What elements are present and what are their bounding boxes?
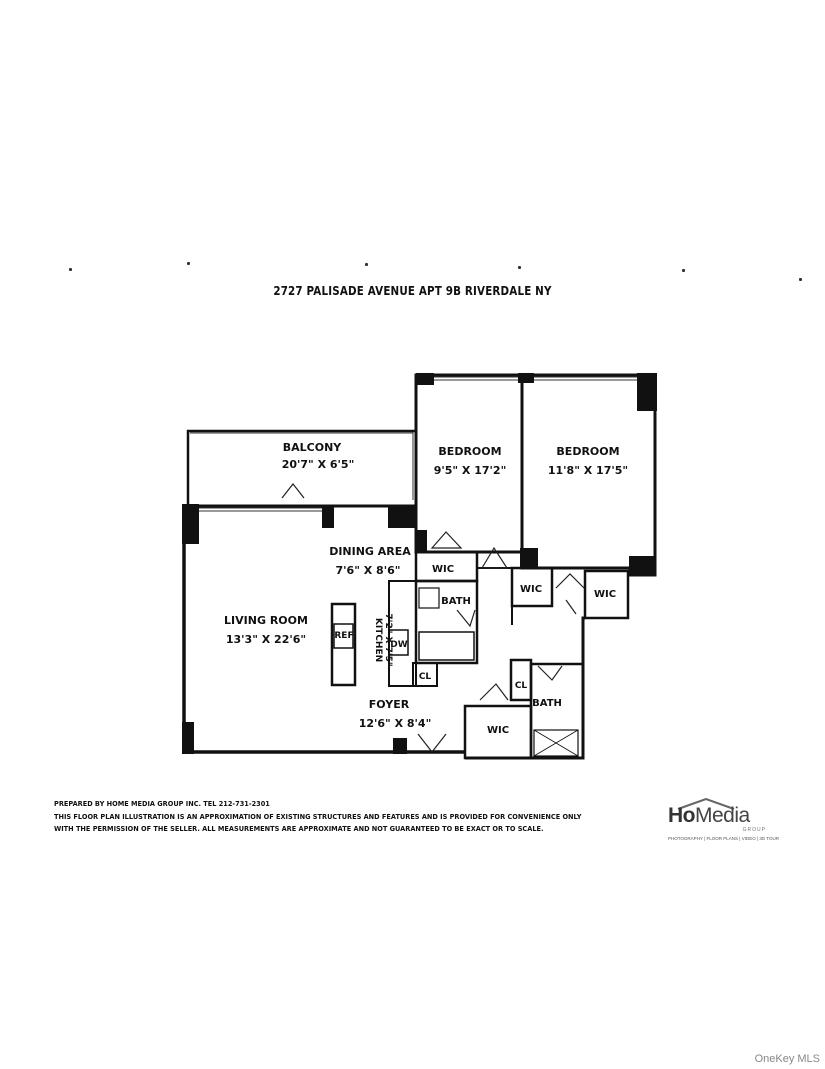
plan-title: 2727 PALISADE AVENUE APT 9B RIVERDALE NY (273, 284, 552, 298)
bath-1-outline (414, 579, 479, 665)
living-dims: 13'3" X 22'6" (226, 633, 306, 646)
wic-3-outline (583, 569, 630, 620)
bedroom-2-dims: 11'8" X 17'5" (548, 464, 628, 477)
kitchen-name: KITCHEN (373, 618, 383, 662)
dishwasher (388, 629, 409, 656)
homedia-logo: HoMedia GROUP PHOTOGRAPHY | FLOOR PLANS … (668, 798, 779, 846)
scan-speck (69, 268, 72, 271)
closet-2-label: CL (515, 681, 528, 691)
disclaimer-line-3: WITH THE PERMISSION OF THE SELLER. ALL M… (54, 824, 544, 833)
watermark: OneKey MLS (754, 1053, 820, 1065)
closet-1-label: CL (419, 672, 432, 682)
disclaimer-line-2: THIS FLOOR PLAN ILLUSTRATION IS AN APPRO… (54, 811, 582, 821)
kitchen-dims: 7'2" X 7'5" (383, 613, 393, 666)
bedroom-2-name: BEDROOM (556, 445, 619, 458)
scan-speck (799, 278, 802, 281)
bedroom-1-name: BEDROOM (438, 445, 501, 458)
bath-2-label: BATH (532, 698, 562, 709)
shower (533, 729, 579, 757)
dining-dims: 7'6" X 8'6" (336, 564, 401, 577)
balcony-name: BALCONY (283, 441, 343, 454)
scan-speck (682, 269, 685, 272)
logo-part-1: Ho (668, 804, 696, 827)
logo-part-2: Media (695, 804, 750, 827)
scan-speck (187, 262, 190, 265)
logo-tagline: PHOTOGRAPHY | FLOOR PLANS | VIDEO | 3D T… (668, 836, 779, 841)
refrigerator (333, 623, 354, 649)
hall-wall (477, 567, 513, 625)
closet-2-outline (509, 658, 533, 702)
wic-4-outline (463, 704, 533, 760)
wic-1-label: WIC (432, 564, 454, 575)
bath-1-label: BATH (441, 596, 471, 607)
scan-speck (518, 266, 521, 269)
wic-2-label: WIC (520, 584, 542, 595)
wic-3-label: WIC (594, 589, 616, 600)
disclaimer: PREPARED BY HOME MEDIA GROUP INC. TEL 21… (54, 798, 581, 836)
disclaimer-line-1: PREPARED BY HOME MEDIA GROUP INC. TEL 21… (54, 799, 270, 808)
dw-label: DW (390, 640, 407, 650)
closet-1 (412, 662, 438, 687)
dining-wall (184, 504, 418, 548)
bedroom-1-dims: 9'5" X 17'2" (434, 464, 507, 477)
foyer-name: FOYER (369, 698, 410, 711)
logo-wordmark: HoMedia (668, 804, 750, 828)
wic-4-label: WIC (487, 725, 509, 736)
bathtub (418, 631, 475, 661)
foyer-dims: 12'6" X 8'4" (359, 717, 432, 730)
living-name: LIVING ROOM (224, 614, 308, 627)
scan-speck (365, 263, 368, 266)
vanity (418, 587, 440, 609)
balcony-dims: 20'7" X 6'5" (282, 458, 355, 471)
logo-sub: GROUP (742, 827, 766, 833)
dining-name: DINING AREA (329, 545, 411, 558)
house-roof-icon (677, 798, 735, 810)
refrigerator-cabinet (330, 602, 357, 687)
ref-label: REF (334, 631, 353, 641)
